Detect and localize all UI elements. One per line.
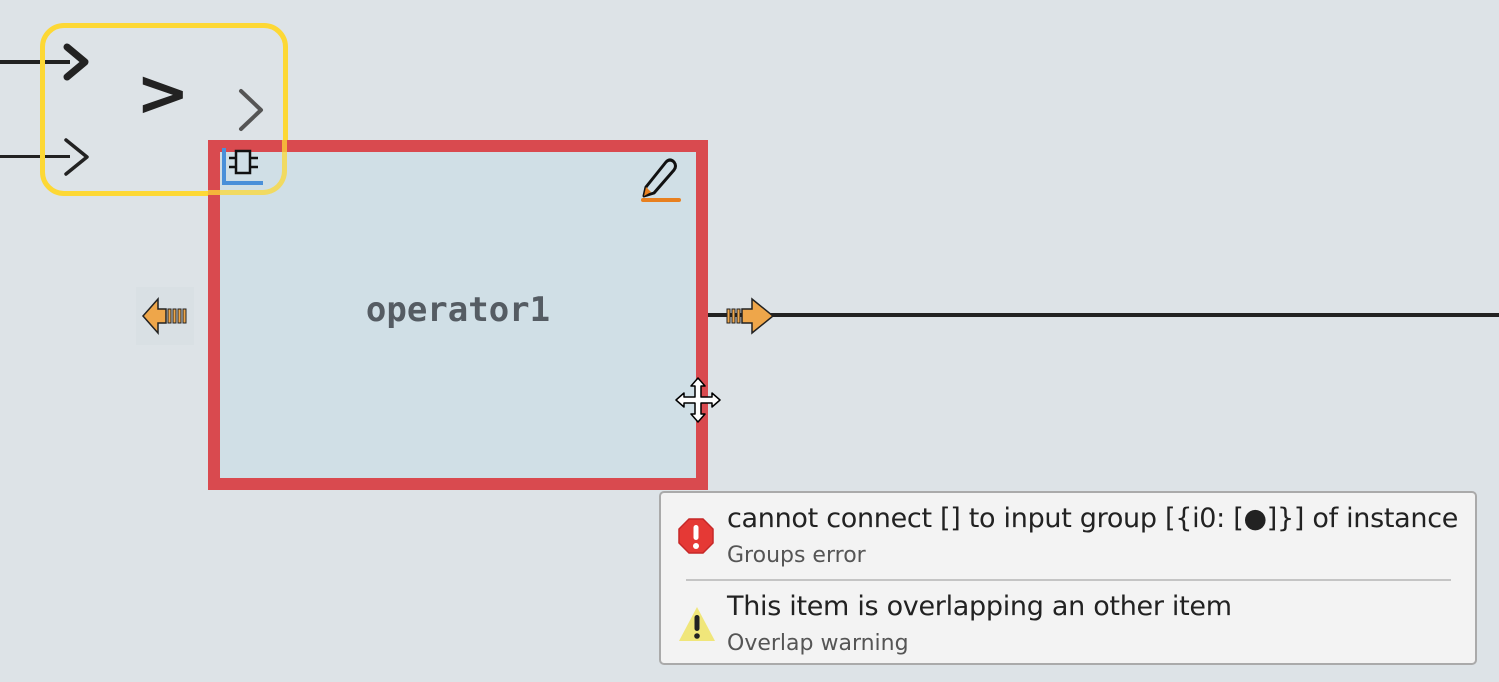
operator-node[interactable] [208, 140, 708, 490]
error-type: Groups error [727, 543, 866, 568]
operator-label: operator1 [365, 290, 551, 330]
input-wire-1[interactable] [0, 60, 70, 64]
output-wire[interactable] [708, 313, 1499, 317]
comparator-overlap-outline [208, 140, 287, 195]
warning-message: This item is overlapping an other item [727, 591, 1232, 622]
comparator-node[interactable] [40, 23, 288, 196]
input-chevron-icon [64, 138, 89, 176]
output-chevron-icon[interactable] [236, 88, 268, 132]
validation-tooltip: cannot connect [] to input group [{i0: [… [659, 491, 1477, 665]
input-port[interactable] [136, 287, 194, 345]
error-message: cannot connect [] to input group [{i0: [… [727, 503, 1459, 534]
input-port-arrow-icon [141, 297, 187, 335]
tooltip-divider [686, 579, 1451, 581]
input-wire-2[interactable] [0, 155, 70, 158]
move-cursor-icon [675, 377, 721, 423]
warning-type: Overlap warning [727, 631, 909, 656]
output-port[interactable] [720, 287, 778, 345]
comparator-symbol: > [136, 57, 190, 131]
warning-triangle-icon [679, 607, 715, 641]
error-octagon-icon [678, 518, 714, 554]
input-chevron-icon [63, 43, 89, 81]
component-icon [222, 148, 263, 185]
output-port-arrow-icon [726, 297, 775, 335]
edit-pencil-icon[interactable] [636, 155, 684, 205]
